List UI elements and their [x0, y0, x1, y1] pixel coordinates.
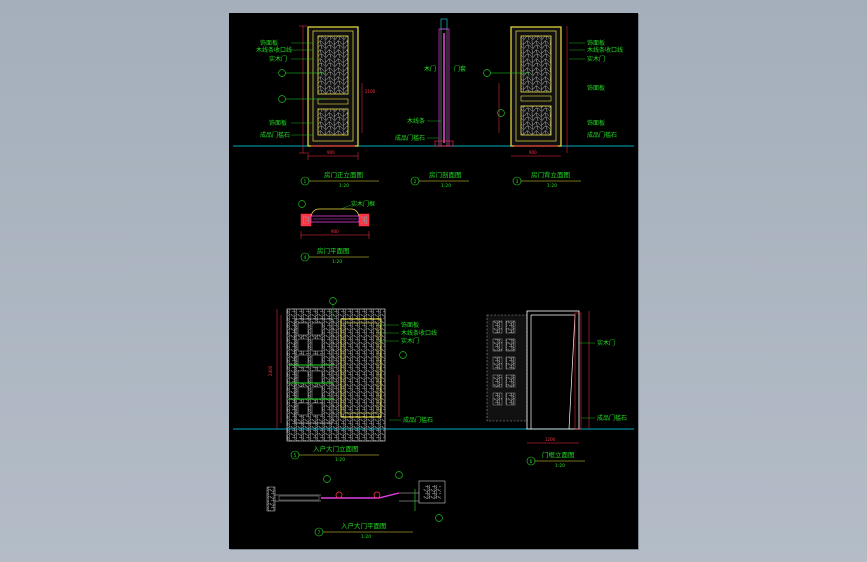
double-callout-lower: 成品门槛石 — [403, 416, 433, 424]
plan-section-view: 900 实木门框 4 房门平面图 1:20 — [298, 200, 375, 265]
front-height-dim: 2100 — [365, 89, 376, 94]
double-plan-view-scale: 1:20 — [361, 534, 371, 540]
side-callout-4: 成品门槛石 — [395, 134, 425, 142]
double-view-title: 入户大门立面图 — [313, 444, 359, 453]
door-frame-elevation-view: 1200 实木门 成品门槛石 6 门框立面图 1:20 — [486, 310, 627, 469]
frame-view-tag: 6 — [530, 459, 533, 465]
side-callout-3: 木线条 — [407, 117, 425, 125]
cad-drawing: 900 2100 饰面板 木线条收口线 实木门 饰面板 成品门槛石 1 房门正立… — [233, 18, 634, 540]
double-plan-view-tag: 7 — [318, 530, 321, 536]
back-view-title: 房门背立面图 — [531, 170, 570, 179]
plan-callout-1: 实木门框 — [351, 200, 375, 208]
frame-callout-1: 实木门 — [597, 339, 615, 347]
frame-view-title: 门框立面图 — [542, 450, 575, 459]
frame-callout-2: 成品门槛石 — [597, 414, 627, 422]
double-callout-1: 饰面板 — [401, 321, 419, 329]
front-callout-1: 饰面板 — [260, 39, 278, 47]
back-view-tag: 3 — [516, 179, 519, 185]
side-section-view: 木门 门套 木线条 成品门槛石 2 房门剖面图 1:20 — [395, 18, 469, 189]
plan-view-tag: 4 — [304, 255, 307, 261]
plan-view-scale: 1:20 — [332, 259, 342, 265]
plan-view-title: 房门平面图 — [317, 246, 350, 255]
front-callout-5: 成品门槛石 — [260, 131, 290, 139]
double-height-dim: 2400 — [268, 365, 273, 376]
side-view-tag: 2 — [414, 179, 417, 185]
frame-view-scale: 1:20 — [555, 463, 565, 469]
back-callout-1: 饰面板 — [587, 39, 605, 47]
side-view-scale: 1:20 — [441, 183, 451, 189]
front-width-dim: 900 — [327, 150, 335, 155]
side-callout-1: 木门 — [424, 65, 436, 73]
plan-width-dim: 900 — [331, 229, 339, 234]
front-callout-4: 饰面板 — [269, 119, 287, 127]
lattice-panel — [289, 318, 334, 424]
side-callout-2: 门套 — [454, 65, 466, 73]
side-view-title: 房门剖面图 — [429, 170, 462, 179]
front-view-title: 房门正立面图 — [324, 170, 363, 179]
front-callout-3: 实木门 — [269, 55, 287, 63]
front-view-tag: 1 — [304, 179, 307, 185]
double-view-scale: 1:20 — [335, 457, 345, 463]
double-door-plan-view: 7 入户大门平面图 1:20 — [266, 471, 446, 540]
back-callout-3: 实木门 — [587, 55, 605, 63]
double-callout-3: 实木门 — [401, 337, 419, 345]
double-plan-view-title: 入户大门平面图 — [341, 521, 387, 530]
back-width-dim: 900 — [529, 150, 537, 155]
front-elevation-view: 900 2100 饰面板 木线条收口线 实木门 饰面板 成品门槛石 1 房门正立… — [256, 25, 379, 189]
drawing-sheet: 900 2100 饰面板 木线条收口线 实木门 饰面板 成品门槛石 1 房门正立… — [229, 13, 638, 549]
double-view-tag: 5 — [294, 453, 297, 459]
back-view-scale: 1:20 — [547, 183, 557, 189]
back-callout-6: 成品门槛石 — [587, 131, 617, 139]
frame-width-dim: 1200 — [545, 437, 556, 442]
double-callout-2: 木线条收口线 — [401, 329, 437, 337]
front-view-scale: 1:20 — [339, 183, 349, 189]
front-callout-2: 木线条收口线 — [256, 46, 292, 54]
back-elevation-view: 900 饰面板 木线条收口线 实木门 饰面板 饰面板 成品门槛石 3 房门背立面… — [483, 26, 623, 189]
back-callout-4: 饰面板 — [587, 84, 605, 92]
double-door-elevation-view: 2400 饰面板 木线条收口线 实木门 成品门槛石 5 入户大门立面图 1:20 — [268, 297, 437, 463]
back-callout-2: 木线条收口线 — [587, 46, 623, 54]
back-callout-5: 饰面板 — [587, 119, 605, 127]
